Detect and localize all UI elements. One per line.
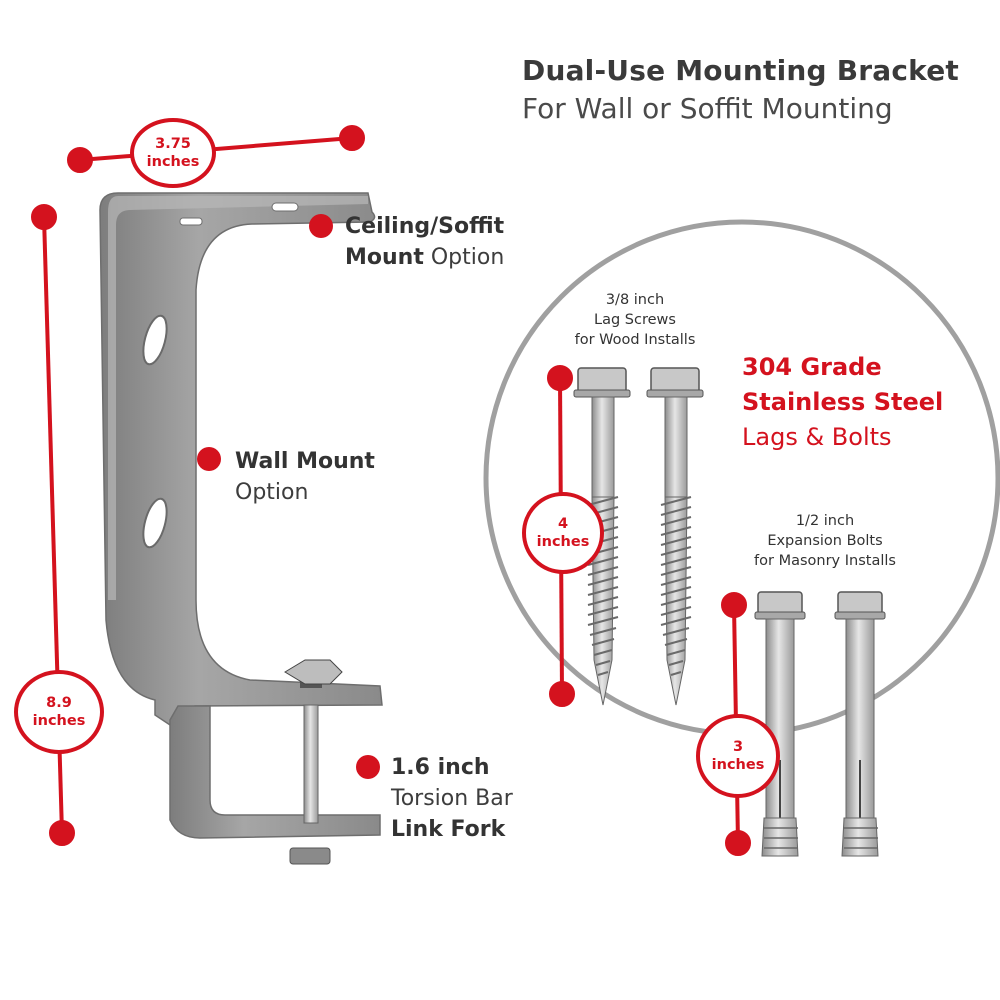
fork-callout-line3: Link Fork — [391, 817, 506, 842]
ceiling-callout-rest: Option — [423, 245, 505, 270]
width-value: 3.75 — [155, 136, 191, 152]
lag-length-unit: inches — [536, 534, 590, 550]
height-dimension-badge: 8.9 inches — [14, 670, 104, 754]
width-dimension-badge: 3.75 inches — [130, 118, 216, 188]
link-fork-callout: 1.6 inch Torsion Bar Link Fork — [391, 752, 513, 845]
bolt-caption-type: Expansion Bolts — [767, 533, 883, 549]
lag-screw-caption: 3/8 inch Lag Screws for Wood Installs — [560, 290, 710, 350]
wall-callout-bold: Wall Mount — [235, 449, 375, 474]
lag-caption-use: for Wood Installs — [574, 332, 696, 348]
mounting-bracket — [99, 192, 383, 865]
lag-length-value: 4 — [557, 516, 569, 532]
page-title: Dual-Use Mounting Bracket — [522, 54, 959, 87]
steel-grade: 304 Grade — [742, 353, 882, 381]
dimension-lines — [31, 125, 751, 856]
bolt-caption-use: for Masonry Installs — [754, 553, 896, 569]
lag-caption-type: Lag Screws — [594, 312, 676, 328]
stainless-steel-label: 304 Grade Stainless Steel Lags & Bolts — [742, 350, 943, 455]
fork-callout-size: 1.6 inch — [391, 755, 490, 780]
height-unit: inches — [32, 713, 86, 729]
steel-items: Lags & Bolts — [742, 423, 892, 451]
ceiling-callout-bold: Mount — [345, 245, 424, 270]
lag-length-dimension-badge: 4 inches — [522, 492, 604, 574]
wall-callout-rest: Option — [235, 480, 309, 505]
expansion-bolt-right — [834, 591, 886, 857]
bolt-length-value: 3 — [732, 739, 744, 755]
lag-caption-size: 3/8 inch — [605, 292, 665, 308]
lag-screw-right — [646, 367, 704, 706]
callout-markers — [197, 214, 380, 779]
wall-mount-callout: Wall Mount Option — [235, 446, 375, 508]
ceiling-callout-line1: Ceiling/Soffit — [345, 214, 505, 239]
bolt-length-dimension-badge: 3 inches — [696, 714, 780, 798]
bolt-length-unit: inches — [711, 757, 765, 773]
height-value: 8.9 — [46, 695, 72, 711]
bolt-caption-size: 1/2 inch — [795, 513, 855, 529]
page-subtitle: For Wall or Soffit Mounting — [522, 92, 893, 125]
expansion-bolt-caption: 1/2 inch Expansion Bolts for Masonry Ins… — [740, 511, 910, 571]
steel-material: Stainless Steel — [742, 388, 944, 416]
ceiling-mount-callout: Ceiling/Soffit Mount Option — [345, 211, 504, 273]
fork-callout-line2: Torsion Bar — [391, 786, 513, 811]
expansion-bolt-left — [754, 591, 806, 857]
width-unit: inches — [146, 154, 200, 170]
